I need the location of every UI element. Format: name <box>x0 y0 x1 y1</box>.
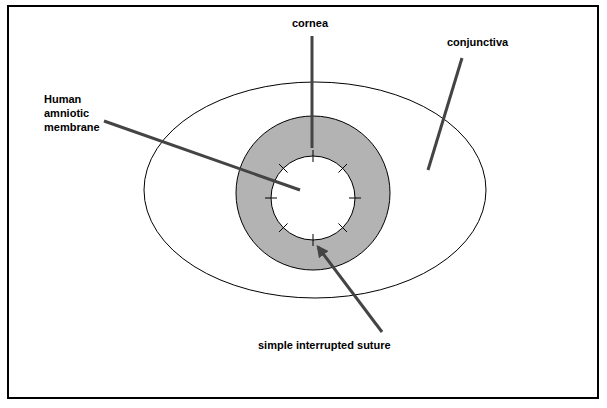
part-label: conjunctiva <box>447 36 508 50</box>
suture-tick <box>313 234 314 246</box>
suture-tick <box>338 164 346 172</box>
suture-tick <box>279 164 287 172</box>
suture-tick <box>349 198 361 199</box>
conjunctiva-ellipse <box>144 82 486 298</box>
suture-tick <box>265 198 277 199</box>
suture-ticks <box>265 150 361 246</box>
leader-line <box>428 58 462 170</box>
membrane-circle <box>271 156 355 240</box>
frame <box>8 6 598 398</box>
part-label: simple interrupted suture <box>258 339 391 353</box>
part-label: cornea <box>292 17 328 31</box>
suture-tick <box>338 223 346 231</box>
suture-tick <box>279 223 287 231</box>
suture-tick <box>313 150 314 162</box>
leader-line <box>311 36 314 148</box>
leader-arrow <box>318 247 382 332</box>
part-label: Human amniotic membrane <box>44 93 106 134</box>
leader-line <box>104 121 300 190</box>
